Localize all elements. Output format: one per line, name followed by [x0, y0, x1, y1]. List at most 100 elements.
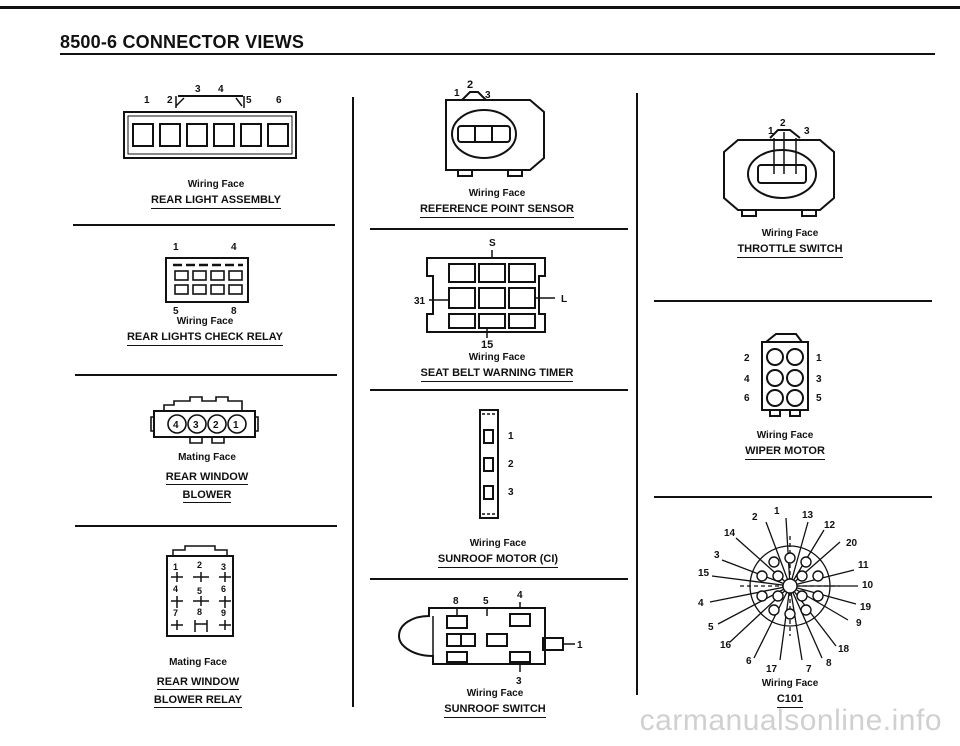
- sunroof-switch-connector: 8 5 4 1 3: [397, 590, 583, 687]
- face-label: Wiring Face: [187, 179, 245, 190]
- column-divider-1: [352, 97, 354, 707]
- face-label: Wiring Face: [469, 538, 527, 549]
- rear-window-blower-connector: 4 3 2 1: [150, 396, 259, 444]
- pin-label: 1: [816, 353, 822, 364]
- pin-label: 8: [826, 658, 832, 669]
- pin-label: 12: [824, 520, 836, 531]
- pin-label: 3: [714, 550, 720, 561]
- face-label: Wiring Face: [176, 316, 234, 327]
- reference-point-sensor-connector: 1 2 3: [445, 79, 545, 177]
- pin-label: 2: [744, 353, 750, 364]
- pin-label: 14: [724, 528, 736, 539]
- column-divider-2: [636, 93, 638, 695]
- row-divider: [370, 228, 628, 230]
- pin-label: 6: [221, 584, 226, 594]
- pin-label: 15: [481, 339, 493, 351]
- pin-label: 4: [173, 584, 178, 594]
- pin-label: 8: [231, 306, 237, 317]
- pin-label: 8: [197, 607, 202, 617]
- sunroof-motor-caption: Wiring Face SUNROOF MOTOR (CI): [398, 538, 598, 568]
- throttle-switch-caption: Wiring Face THROTTLE SWITCH: [700, 228, 880, 258]
- pin-label: 1: [577, 640, 583, 651]
- pin-label: 1: [454, 88, 460, 99]
- face-label: Wiring Face: [756, 430, 814, 441]
- pin-label: 15: [698, 568, 710, 579]
- pin-label: 18: [838, 644, 850, 655]
- pin-label: 6: [276, 95, 282, 106]
- pin-label: 1: [173, 242, 179, 253]
- pin-label: 4: [698, 598, 704, 609]
- connector-name-line2: BLOWER RELAY: [153, 694, 243, 708]
- pin-label: 5: [197, 586, 202, 596]
- connector-name: REAR LIGHTS CHECK RELAY: [126, 331, 284, 346]
- connector-name: SUNROOF SWITCH: [444, 703, 546, 718]
- pin-label: 3: [804, 126, 810, 137]
- row-divider: [75, 374, 337, 376]
- reference-point-sensor-caption: Wiring Face REFERENCE POINT SENSOR: [392, 188, 602, 218]
- pin-label: 1: [173, 562, 178, 572]
- connector-name: SEAT BELT WARNING TIMER: [420, 367, 574, 382]
- row-divider: [73, 224, 335, 226]
- page-title: 8500-6 CONNECTOR VIEWS: [60, 32, 305, 52]
- pin-label: 2: [780, 118, 786, 129]
- pin-label: 7: [173, 608, 178, 618]
- connector-name-line1: REAR WINDOW: [156, 676, 240, 690]
- pin-label: S: [489, 238, 496, 249]
- pin-label: 9: [221, 608, 226, 618]
- row-divider: [654, 496, 932, 498]
- connector-name: C101: [776, 693, 804, 708]
- pin-label: 5: [708, 622, 714, 633]
- row-divider: [370, 389, 628, 391]
- c101-connector: 2 1 13 12 14 20 3 11 15 10 4 19 9 5 16 1…: [698, 506, 874, 675]
- pin-label: 1: [768, 126, 774, 137]
- rear-lights-check-relay-connector: 1 4 5 8: [165, 242, 249, 317]
- pin-label: 3: [508, 487, 514, 498]
- pin-label: 11: [858, 560, 869, 571]
- pin-label: 4: [231, 242, 237, 253]
- pin-label: 17: [766, 664, 778, 675]
- pin-label: 9: [856, 618, 862, 629]
- connector-name: THROTTLE SWITCH: [737, 243, 843, 258]
- connector-name: REFERENCE POINT SENSOR: [419, 203, 575, 218]
- rear-lights-check-relay-caption: Wiring Face REAR LIGHTS CHECK RELAY: [115, 316, 295, 346]
- sunroof-switch-caption: Wiring Face SUNROOF SWITCH: [405, 688, 585, 718]
- pin-label: 1: [774, 506, 780, 517]
- pin-label: 2: [197, 560, 202, 570]
- rear-light-assembly-connector: 1 2 3 4 5 6: [123, 84, 297, 159]
- pin-label: 2: [508, 459, 514, 470]
- pin-label: L: [561, 294, 567, 305]
- row-divider: [75, 525, 337, 527]
- pin-label: 4: [744, 374, 750, 385]
- seat-belt-warning-timer-caption: Wiring Face SEAT BELT WARNING TIMER: [392, 352, 602, 382]
- throttle-switch-connector: 1 2 3: [723, 118, 835, 217]
- pin-label: 7: [806, 664, 812, 675]
- top-rule: [0, 6, 960, 9]
- pin-label: 3: [516, 676, 522, 687]
- pin-label: 2: [167, 95, 173, 106]
- pin-label: 2: [752, 512, 758, 523]
- connector-name: SUNROOF MOTOR (CI): [437, 553, 559, 568]
- pin-label: 3: [816, 374, 822, 385]
- watermark: carmanualsonline.info: [639, 704, 942, 737]
- pin-label: 4: [218, 84, 224, 95]
- rear-window-blower-relay-caption: Mating Face REAR WINDOW BLOWER RELAY: [108, 657, 288, 708]
- pin-label: 3: [485, 90, 491, 101]
- pin-label: 2: [467, 79, 473, 91]
- pin-label: 5: [816, 393, 822, 404]
- pin-label: 1: [233, 420, 239, 431]
- pin-label: 5: [173, 306, 179, 317]
- pin-label: 5: [246, 95, 252, 106]
- connector-name-line1: REAR WINDOW: [165, 471, 249, 485]
- face-label: Mating Face: [169, 657, 227, 668]
- pin-label: 10: [862, 580, 874, 591]
- pin-label: 8: [453, 596, 459, 607]
- pin-label: 6: [746, 656, 752, 667]
- pin-label: 19: [860, 602, 872, 613]
- connector-name: REAR LIGHT ASSEMBLY: [151, 194, 281, 209]
- connector-name-line2: BLOWER: [182, 489, 232, 503]
- row-divider: [370, 578, 628, 580]
- pin-label: 6: [744, 393, 750, 404]
- pin-label: 31: [414, 296, 426, 307]
- wiper-motor-connector: 2 1 4 3 6 5: [744, 333, 822, 417]
- row-divider: [654, 300, 932, 302]
